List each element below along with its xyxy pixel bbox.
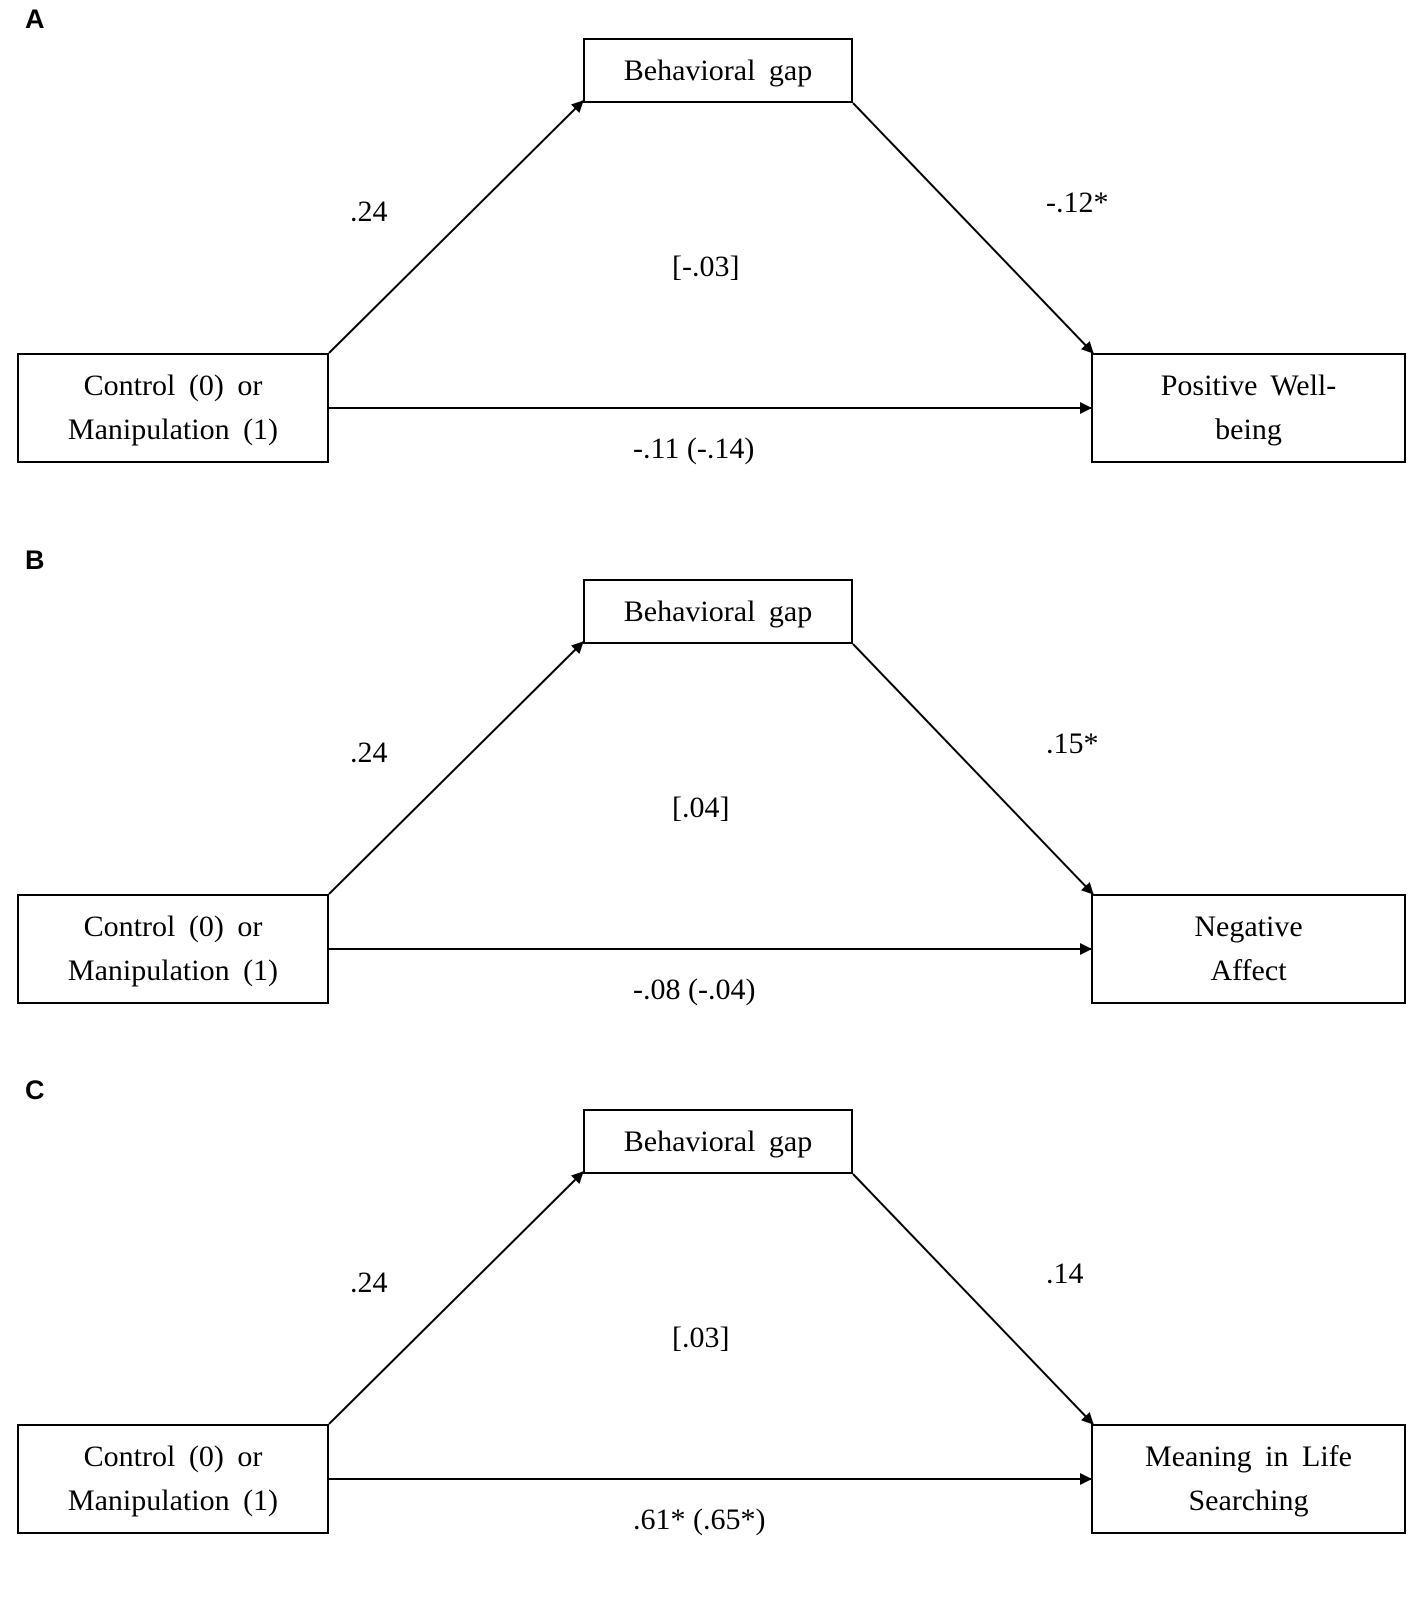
arrow-b-path: [852, 102, 1094, 354]
mediator-box: Behavioral gap: [583, 1109, 853, 1174]
mediator-label: Behavioral gap: [623, 594, 813, 628]
indirect-effect: [.03]: [672, 1321, 730, 1354]
outcome-box: Positive Well- being: [1091, 353, 1406, 463]
indirect-effect: [.04]: [672, 791, 730, 824]
panel-letter: C: [25, 1075, 45, 1105]
outcome-label-line1: Negative: [1194, 910, 1303, 943]
outcome-label-line2: being: [1215, 413, 1282, 446]
mediator-label: Behavioral gap: [623, 53, 813, 87]
panel-letter: B: [25, 545, 45, 575]
outcome-box: Meaning in Life Searching: [1091, 1424, 1406, 1534]
path-b-coefficient: .15*: [1046, 727, 1099, 760]
path-a-coefficient: .24: [350, 1266, 388, 1299]
path-c-coefficient: -.08 (-.04): [633, 973, 756, 1006]
outcome-box: Negative Affect: [1091, 894, 1406, 1004]
path-arrows: [328, 641, 1094, 955]
predictor-label-line2: Manipulation (1): [67, 1484, 279, 1517]
mediation-panel-c: C Behavioral gap Control (0) or Manipula…: [0, 1071, 1421, 1611]
arrow-a-path: [328, 100, 584, 354]
predictor-label-line1: Control (0) or: [83, 910, 263, 943]
mediator-label: Behavioral gap: [623, 1124, 813, 1158]
path-a-coefficient: .24: [350, 736, 388, 769]
mediator-box: Behavioral gap: [583, 38, 853, 103]
predictor-box: Control (0) or Manipulation (1): [17, 353, 329, 463]
arrow-b-path: [852, 1173, 1094, 1425]
outcome-label-line1: Meaning in Life: [1145, 1440, 1352, 1473]
outcome-label-line1: Positive Well-: [1160, 369, 1337, 402]
path-a-coefficient: .24: [350, 195, 388, 228]
predictor-label-line2: Manipulation (1): [67, 954, 279, 987]
arrow-b-path: [852, 643, 1094, 895]
path-b-coefficient: .14: [1046, 1257, 1084, 1290]
panel-letter: A: [25, 4, 45, 34]
outcome-label-line2: Searching: [1188, 1484, 1309, 1517]
arrow-a-path: [328, 641, 584, 895]
predictor-label-line2: Manipulation (1): [67, 413, 279, 446]
path-b-coefficient: -.12*: [1046, 186, 1109, 219]
indirect-effect: [-.03]: [672, 250, 740, 283]
predictor-label-line1: Control (0) or: [83, 1440, 263, 1473]
path-arrows: [328, 100, 1094, 414]
predictor-label-line1: Control (0) or: [83, 369, 263, 402]
path-c-coefficient: .61* (.65*): [633, 1503, 766, 1536]
path-c-coefficient: -.11 (-.14): [633, 432, 755, 465]
mediator-box: Behavioral gap: [583, 579, 853, 644]
mediation-panel-a: A Behavioral gap Control (0) or Manipula…: [0, 0, 1421, 540]
path-arrows: [328, 1171, 1094, 1485]
arrow-a-path: [328, 1171, 584, 1425]
predictor-box: Control (0) or Manipulation (1): [17, 1424, 329, 1534]
predictor-box: Control (0) or Manipulation (1): [17, 894, 329, 1004]
mediation-panel-b: B Behavioral gap Control (0) or Manipula…: [0, 541, 1421, 1081]
outcome-label-line2: Affect: [1210, 954, 1287, 987]
